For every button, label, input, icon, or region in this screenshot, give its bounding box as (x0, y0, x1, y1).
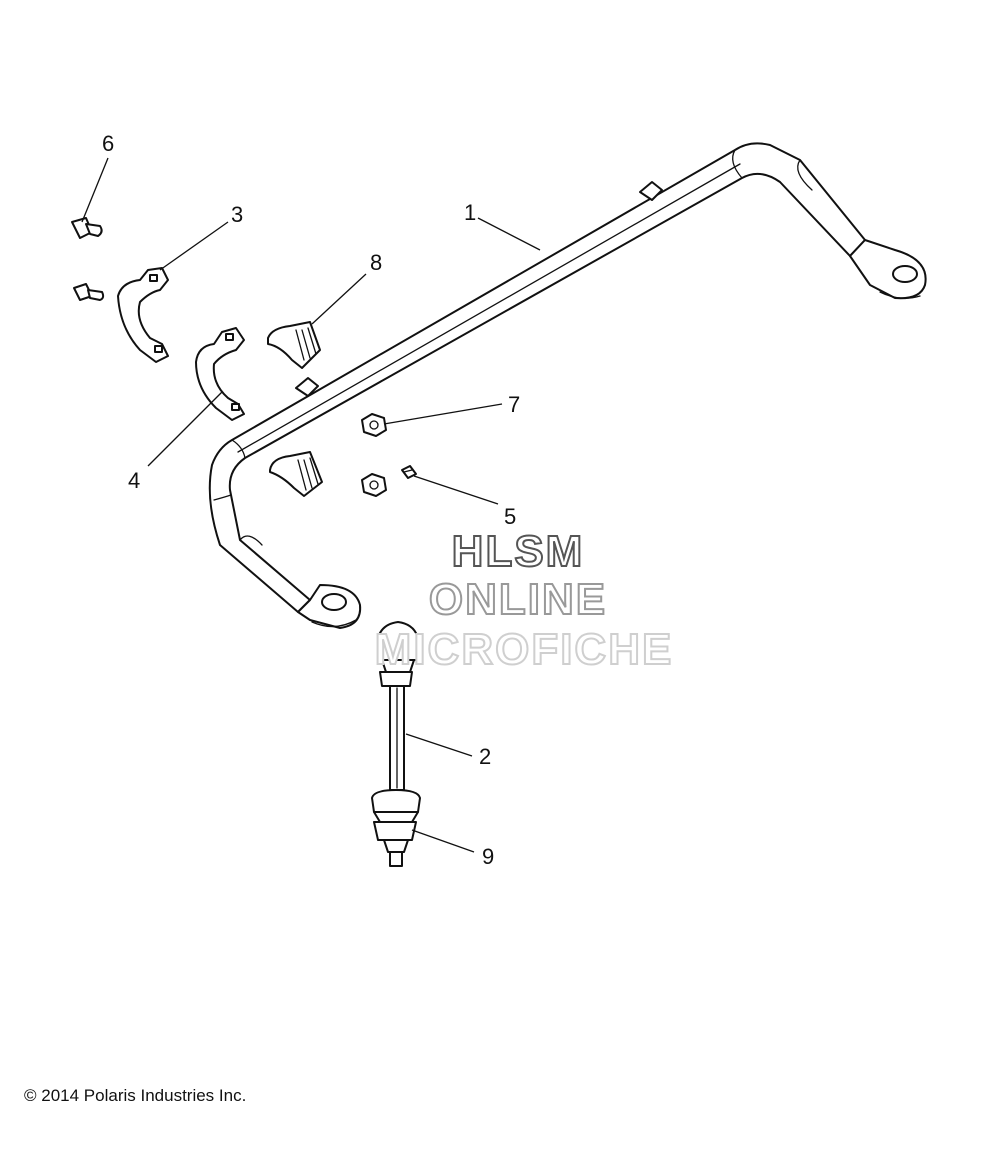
flange-bolt-upper (71, 217, 103, 239)
leader-2 (405, 733, 473, 757)
leader-6 (81, 157, 109, 223)
copyright-notice: © 2014 Polaris Industries Inc. (24, 1086, 247, 1105)
watermark-line-2: ONLINE (429, 575, 607, 624)
callout-7[interactable]: 7 (508, 392, 520, 417)
leader-7 (383, 403, 503, 425)
leader-5 (413, 475, 499, 505)
flange-bolt-lower (73, 283, 105, 301)
leader-8 (311, 273, 367, 325)
leader-3 (159, 221, 229, 271)
watermark: HLSM ONLINE MICROFICHE (374, 526, 674, 675)
callout-4[interactable]: 4 (128, 468, 140, 493)
leader-4 (147, 391, 223, 467)
link-bushing (371, 789, 421, 867)
stabilizer-link (377, 621, 419, 791)
stabilizer-bar (208, 142, 927, 629)
mounting-clamp-lower (195, 327, 245, 421)
screw-stud (401, 465, 417, 479)
callout-1[interactable]: 1 (464, 200, 476, 225)
callout-9[interactable]: 9 (482, 844, 494, 869)
leader-1 (477, 217, 541, 251)
watermark-line-3: MICROFICHE (375, 625, 674, 674)
callout-8[interactable]: 8 (370, 250, 382, 275)
callout-6[interactable]: 6 (102, 131, 114, 156)
bar-bushing-lower (269, 451, 323, 497)
leader-9 (411, 829, 475, 853)
callout-5[interactable]: 5 (504, 504, 516, 529)
mounting-clamp-upper (117, 267, 169, 363)
callout-2[interactable]: 2 (479, 744, 491, 769)
flange-nut-lower (361, 473, 387, 497)
callout-3[interactable]: 3 (231, 202, 243, 227)
flange-nut-upper (361, 413, 387, 437)
bar-bushing-upper (267, 321, 321, 369)
watermark-line-1: HLSM (452, 527, 585, 576)
